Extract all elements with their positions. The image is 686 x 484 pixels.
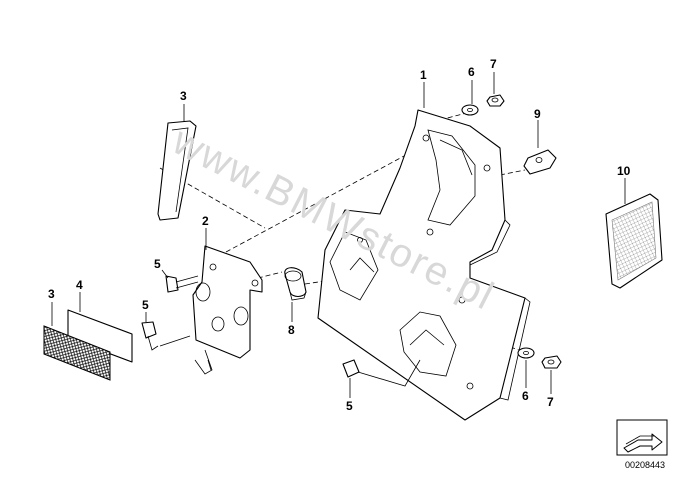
callout-9: 9 (534, 107, 541, 121)
callout-2: 2 (202, 214, 209, 228)
callout-10: 10 (617, 164, 631, 178)
callout-5-upper: 5 (154, 257, 161, 271)
callout-5-lower-left: 5 (142, 298, 149, 312)
nut-upper (486, 94, 505, 107)
grommet (284, 267, 307, 301)
main-bracket (317, 109, 531, 421)
nut-lower (541, 355, 562, 369)
washer-upper (461, 104, 479, 116)
callout-8: 8 (288, 323, 295, 337)
screw-upper-left (165, 275, 199, 293)
washer-lower (517, 347, 535, 359)
leader-lines (51, 72, 626, 398)
reflector-strip-lower (43, 325, 111, 381)
screw-lower-left (141, 321, 191, 351)
callout-3-lower: 3 (48, 287, 55, 301)
callout-5-lower-middle: 5 (346, 399, 353, 413)
callout-4: 4 (76, 278, 83, 292)
callout-1: 1 (420, 68, 427, 82)
next-diagram-arrow-icon[interactable] (616, 419, 668, 456)
callouts: 1 6 7 9 3 10 2 5 4 3 5 8 5 6 7 (48, 57, 631, 413)
screw-lower-middle (342, 359, 421, 387)
callout-6-lower: 6 (522, 389, 529, 403)
label-sheet (67, 309, 133, 363)
callout-3-upper: 3 (180, 89, 187, 103)
callout-7-lower: 7 (547, 395, 554, 409)
document-number: 00208443 (625, 460, 665, 470)
callout-6-upper: 6 (468, 65, 475, 79)
callout-7-upper: 7 (490, 57, 497, 71)
reflector-strip-upper (157, 120, 197, 221)
clip-nut (523, 149, 557, 175)
bracket-plate (192, 245, 263, 375)
rear-reflector (605, 193, 663, 289)
